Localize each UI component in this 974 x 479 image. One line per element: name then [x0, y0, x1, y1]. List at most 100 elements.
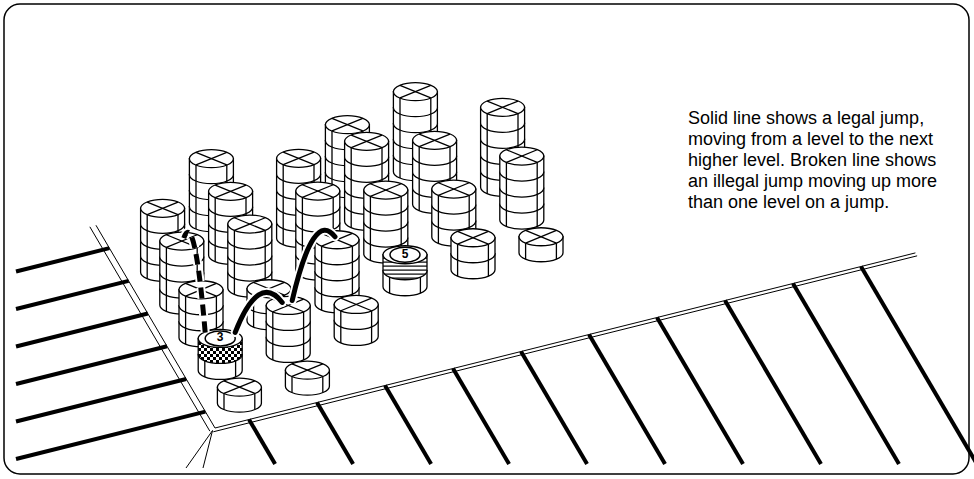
- piece-seam: [399, 114, 400, 130]
- piece-seam: [321, 262, 322, 278]
- piece-seam: [449, 147, 450, 163]
- top-cross: [302, 185, 333, 198]
- piece-seam: [283, 229, 284, 245]
- piece-seam: [272, 312, 273, 328]
- piece-seam: [381, 164, 382, 180]
- piece-seam: [321, 278, 322, 294]
- piece-seam: [331, 131, 332, 147]
- piece-stack: [266, 296, 310, 362]
- piece-seam: [488, 244, 489, 260]
- piece-seam: [487, 178, 488, 194]
- piece-seam: [371, 311, 372, 327]
- piece-seam: [399, 130, 400, 146]
- piece-seam: [399, 146, 400, 162]
- piece-seam: [321, 294, 322, 310]
- piece-top: [228, 215, 272, 233]
- piece-seam: [420, 277, 421, 293]
- grid-line: [725, 301, 821, 465]
- piece-seam: [234, 262, 235, 278]
- grid-line: [16, 281, 129, 309]
- piece-seam: [517, 114, 518, 130]
- piece-seam: [506, 162, 507, 178]
- piece-top: [345, 132, 389, 150]
- piece-seam: [303, 344, 304, 360]
- piece-seam: [537, 194, 538, 210]
- top-cross: [506, 150, 537, 163]
- top-cross: [196, 152, 227, 165]
- grid-line: [385, 386, 431, 465]
- piece-seam: [185, 328, 186, 344]
- piece-seam: [283, 165, 284, 181]
- piece-seam: [147, 263, 148, 279]
- piece-seam: [234, 278, 235, 294]
- top-cross: [215, 185, 246, 198]
- piece-seam: [469, 211, 470, 227]
- top-cross: [234, 218, 265, 231]
- top-cross: [438, 183, 469, 196]
- piece-seam: [234, 246, 235, 262]
- piece-seam: [166, 279, 167, 295]
- piece-seam: [351, 212, 352, 228]
- piece-top: [413, 131, 457, 149]
- piece-top: [481, 98, 525, 116]
- jump-lines: [184, 230, 335, 332]
- piece-seam: [457, 244, 458, 260]
- top-cross: [458, 231, 489, 244]
- piece-seam: [283, 181, 284, 197]
- piece-top: [334, 295, 378, 313]
- piece-seam: [254, 394, 255, 410]
- piece-seam: [253, 311, 254, 327]
- top-cross: [506, 150, 537, 163]
- number-ring: [205, 331, 235, 346]
- top-cross: [292, 364, 323, 377]
- grid-line: [589, 335, 665, 465]
- frame-border: [4, 4, 969, 474]
- piece-seam: [352, 262, 353, 278]
- top-cross: [458, 231, 489, 244]
- piece-top: [296, 182, 340, 200]
- piece-seam: [419, 195, 420, 211]
- piece-seam: [216, 312, 217, 328]
- piece-seam: [419, 163, 420, 179]
- piece-seam: [340, 311, 341, 327]
- grid-line: [453, 369, 509, 465]
- grid-line: [317, 403, 353, 465]
- piece-seam: [487, 130, 488, 146]
- piece-seam: [265, 246, 266, 262]
- piece-seam: [195, 197, 196, 213]
- piece-stack: [383, 246, 427, 296]
- piece-top: [393, 83, 437, 101]
- piece-stack: [285, 361, 329, 395]
- top-cross: [292, 364, 323, 377]
- piece-seam: [333, 197, 334, 213]
- piece-seam: [537, 162, 538, 178]
- top-cross: [487, 101, 518, 114]
- grid-line: [16, 379, 186, 422]
- piece-seam: [401, 228, 402, 244]
- piece-seam: [506, 178, 507, 194]
- piece-seam: [525, 243, 526, 259]
- grid-line: [793, 284, 899, 465]
- piece-seam: [430, 114, 431, 130]
- top-cross: [419, 134, 450, 147]
- piece-seam: [351, 180, 352, 196]
- piece-seam: [401, 212, 402, 228]
- top-cross: [147, 202, 178, 215]
- piece-seam: [283, 213, 284, 229]
- top-cross: [526, 230, 557, 243]
- piece-seam: [283, 197, 284, 213]
- piece-stack: [334, 295, 378, 345]
- top-cross: [234, 218, 265, 231]
- top-cross: [224, 381, 255, 394]
- piece-seam: [399, 162, 400, 178]
- piece-seam: [449, 163, 450, 179]
- piece-seam: [302, 213, 303, 229]
- board-edge: [213, 256, 917, 432]
- piece-seam: [351, 164, 352, 180]
- piece-seam: [166, 295, 167, 311]
- piece-seam: [291, 377, 292, 393]
- piece-seam: [487, 114, 488, 130]
- grid-line: [249, 420, 275, 465]
- piece-seam: [215, 230, 216, 246]
